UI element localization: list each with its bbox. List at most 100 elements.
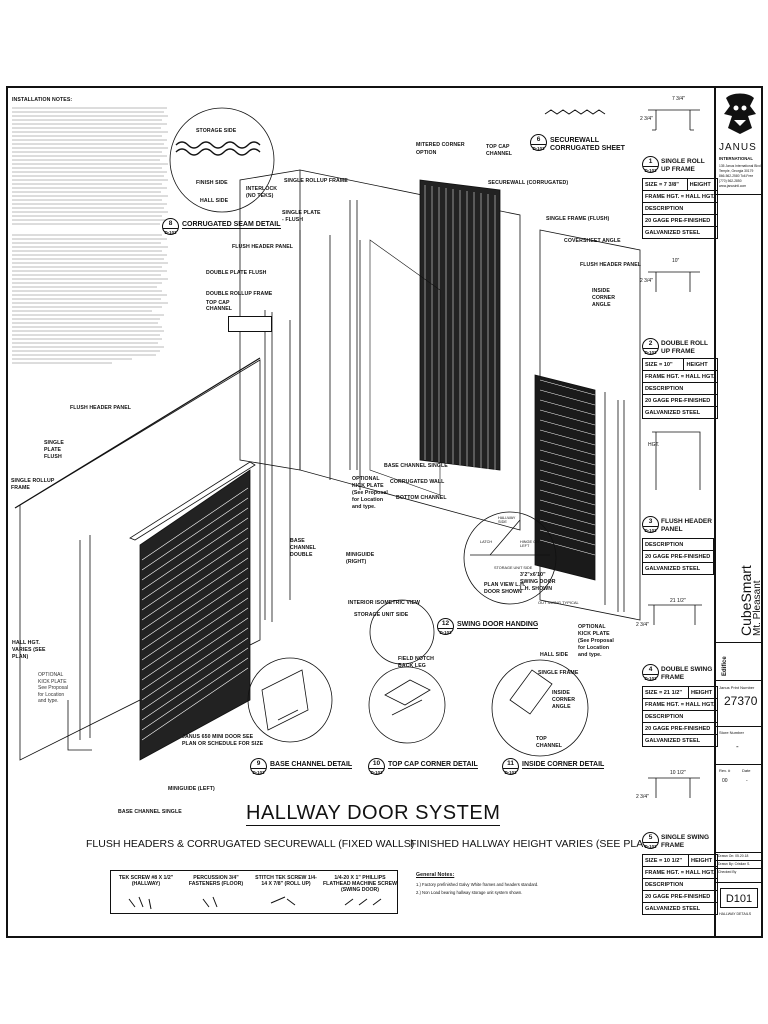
general-note-2: 2.) Non Load bearing hallway storage uni…	[416, 890, 523, 895]
edifice-label: Edifice	[722, 656, 728, 676]
base-channel-circle	[247, 657, 333, 743]
label-hinge: HINGE ON LEFT	[520, 540, 539, 548]
label-interlock: INTERLOCK	[246, 186, 278, 192]
label-interior-iso-view: INTERIOR ISOMETRIC VIEW	[348, 600, 421, 606]
project-location: Mt. Pleasant	[752, 580, 763, 636]
frame2-dim-top: 10"	[672, 258, 680, 264]
label-out-swing: OUT SWING TYPICAL	[538, 600, 579, 605]
fastener-legend: TEK SCREW #8 X 1/2" (HALLWAY) PERCUSSION…	[110, 870, 398, 914]
label-storage-side: STORAGE SIDE	[196, 128, 237, 134]
label-flush-header-panel-2: FLUSH HEADER PANEL	[580, 262, 642, 268]
website: www.janusintl.com	[719, 184, 747, 188]
label-inside-corner-angle-2: INSIDE CORNER ANGLE	[552, 690, 576, 710]
brand-name: JANUS	[719, 142, 757, 153]
main-title: HALLWAY DOOR SYSTEM	[246, 802, 501, 826]
label-bottom-channel: BOTTOM CHANNEL	[396, 495, 447, 501]
rev-label: Rev. #	[719, 768, 731, 773]
label-single-rollup-frame: SINGLE ROLLUP FRAME	[284, 178, 348, 184]
drawn-by: Drawn By: Cristian S.	[718, 862, 751, 866]
label-hall-side: HALL SIDE	[200, 198, 229, 204]
sheet-number: D101	[720, 888, 758, 908]
fastener-tek: TEK SCREW #8 X 1/2" (HALLWAY)	[118, 875, 174, 887]
label-hall-side-2: HALL SIDE	[540, 652, 569, 658]
store-number: -	[736, 742, 739, 751]
label-mitered-corner: MITERED CORNER	[416, 142, 465, 148]
seam-detail-circle	[169, 107, 275, 213]
label-single-plate-flush: SINGLE PLATE - FLUSH	[282, 210, 321, 223]
frame1-title: SINGLE ROLL UP FRAME	[661, 158, 705, 173]
label-single-frame-flush: SINGLE FRAME (FLUSH)	[546, 216, 610, 222]
frame4-table: SIZE = 21 1/2"HEIGHT FRAME HGT. = HALL H…	[641, 686, 718, 747]
fastener-machine-screw: 1/4-20 X 1" PHILLIPS FLATHEAD MACHINE SC…	[323, 875, 397, 893]
frame3-title: FLUSH HEADER PANEL	[661, 518, 712, 533]
drawing-sheet	[6, 86, 763, 938]
label-mini-guide-right: MINIGUIDE (RIGHT)	[346, 552, 375, 565]
detail-title-12: SWING DOOR HANDING	[457, 621, 539, 629]
detail-title-10: TOP CAP CORNER DETAIL	[388, 761, 478, 769]
label-plan-view: PLAN VIEW L.H. DOOR SHOWN	[484, 582, 526, 595]
frame5-dim-top: 10 1/2"	[670, 770, 686, 776]
general-notes-heading: General Notes:	[416, 872, 455, 878]
phone-1: 866-562-2580 Toll-Free	[719, 174, 754, 178]
janus-print-number: 27370	[724, 694, 758, 708]
frame4-title: DOUBLE SWING FRAME	[661, 666, 713, 681]
store-number-label: Store Number	[719, 730, 744, 735]
detail-title-9: BASE CHANNEL DETAIL	[270, 761, 353, 769]
janus-logo-icon	[724, 93, 756, 134]
frame4-dim-top: 21 1/2"	[670, 598, 686, 604]
fastener-icons	[128, 896, 382, 910]
address-2: Temple, Georgia 30179	[719, 169, 754, 173]
frame2-dim-side: 2 3/4"	[640, 278, 653, 284]
installation-notes-body	[12, 105, 170, 435]
sheet-name: HALLWAY DETAILS	[719, 912, 752, 916]
frame5-dim-side: 2 3/4"	[636, 794, 649, 800]
label-cover-sheet-angle: COVERSHEET ANGLE	[564, 238, 621, 244]
detail-title-6: SECUREWALL CORRUGATED SHEET	[550, 137, 625, 152]
frame1-dim-side: 2 3/4"	[640, 116, 653, 122]
plan-view-circle	[463, 511, 557, 605]
subtitle-right: FINISHED HALLWAY HEIGHT VARIES (SEE PLAN…	[410, 838, 655, 850]
label-single-rollup-frame-left: SINGLE ROLLUP FRAME	[11, 478, 55, 491]
inside-corner-circle	[491, 659, 589, 757]
address-1: 135 Janus International Blvd	[719, 164, 761, 168]
top-cap-circle	[368, 666, 446, 744]
installation-notes-heading: INSTALLATION NOTES:	[12, 97, 73, 103]
note-box-cap	[228, 316, 272, 332]
label-optional-kick-plate: OPTIONAL KICK PLATE (See Proposal for Lo…	[352, 476, 388, 510]
label-optional-kick-plate-left: OPTIONAL KICK PLATE See Proposal for Loc…	[38, 672, 69, 704]
phone-2: (770) 562-2850	[719, 179, 742, 183]
label-storage-unit-side: STORAGE UNIT SIDE	[354, 612, 409, 618]
label-inside-corner-angle: INSIDE CORNER ANGLE	[592, 288, 616, 308]
label-no-tek: (NO TEKS)	[246, 193, 274, 199]
label-top-cap-channel: TOP CAP CHANNEL	[486, 144, 513, 157]
label-hallway-side: HALLWAY SIDE	[498, 516, 516, 524]
frame5-table: SIZE = 10 1/2"HEIGHT FRAME HGT. = HALL H…	[641, 854, 718, 915]
brand-sub: INTERNATIONAL	[719, 156, 753, 161]
label-optional-kick-plate-right: OPTIONAL KICK PLATE (See Proposal for Lo…	[578, 624, 614, 658]
frame1-dim-top: 7 3/4"	[672, 96, 685, 102]
detail-title-8: CORRUGATED SEAM DETAIL	[182, 221, 281, 229]
label-hall-height: HALL HGT. VARIES (SEE PLAN)	[12, 640, 46, 660]
label-double-plate-flush: DOUBLE PLATE FLUSH	[206, 270, 267, 276]
frame3-table: DESCRIPTION 20 GAGE PRE-FINISHED GALVANI…	[642, 538, 714, 575]
janus-print-label: Janus Print Number	[719, 685, 755, 690]
checked-by: Checked By	[718, 870, 737, 874]
frame4-dim-side: 2 3/4"	[636, 622, 649, 628]
label-option: OPTION	[416, 150, 437, 156]
fastener-percussion: PERCUSSION 3/4" FASTENERS (FLOOR)	[188, 875, 244, 887]
label-field-notch: FIELD NOTCH BACK LEG	[398, 656, 434, 669]
frame2-title: DOUBLE ROLL UP FRAME	[661, 340, 708, 355]
label-finish-side: FINISH SIDE	[196, 180, 228, 186]
general-note-1: 1.) Factory prefinished Galvy White fram…	[416, 882, 539, 887]
label-mini-guide-left: MINIGUIDE (LEFT)	[168, 786, 215, 792]
detail-title-11: INSIDE CORNER DETAIL	[522, 761, 605, 769]
label-base-channel-single: BASE CHANNEL SINGLE	[384, 463, 448, 469]
label-storage-unit-side-2: STORAGE UNIT SIDE	[494, 566, 533, 570]
label-double-rollup-frame: DOUBLE ROLLUP FRAME	[206, 291, 273, 297]
